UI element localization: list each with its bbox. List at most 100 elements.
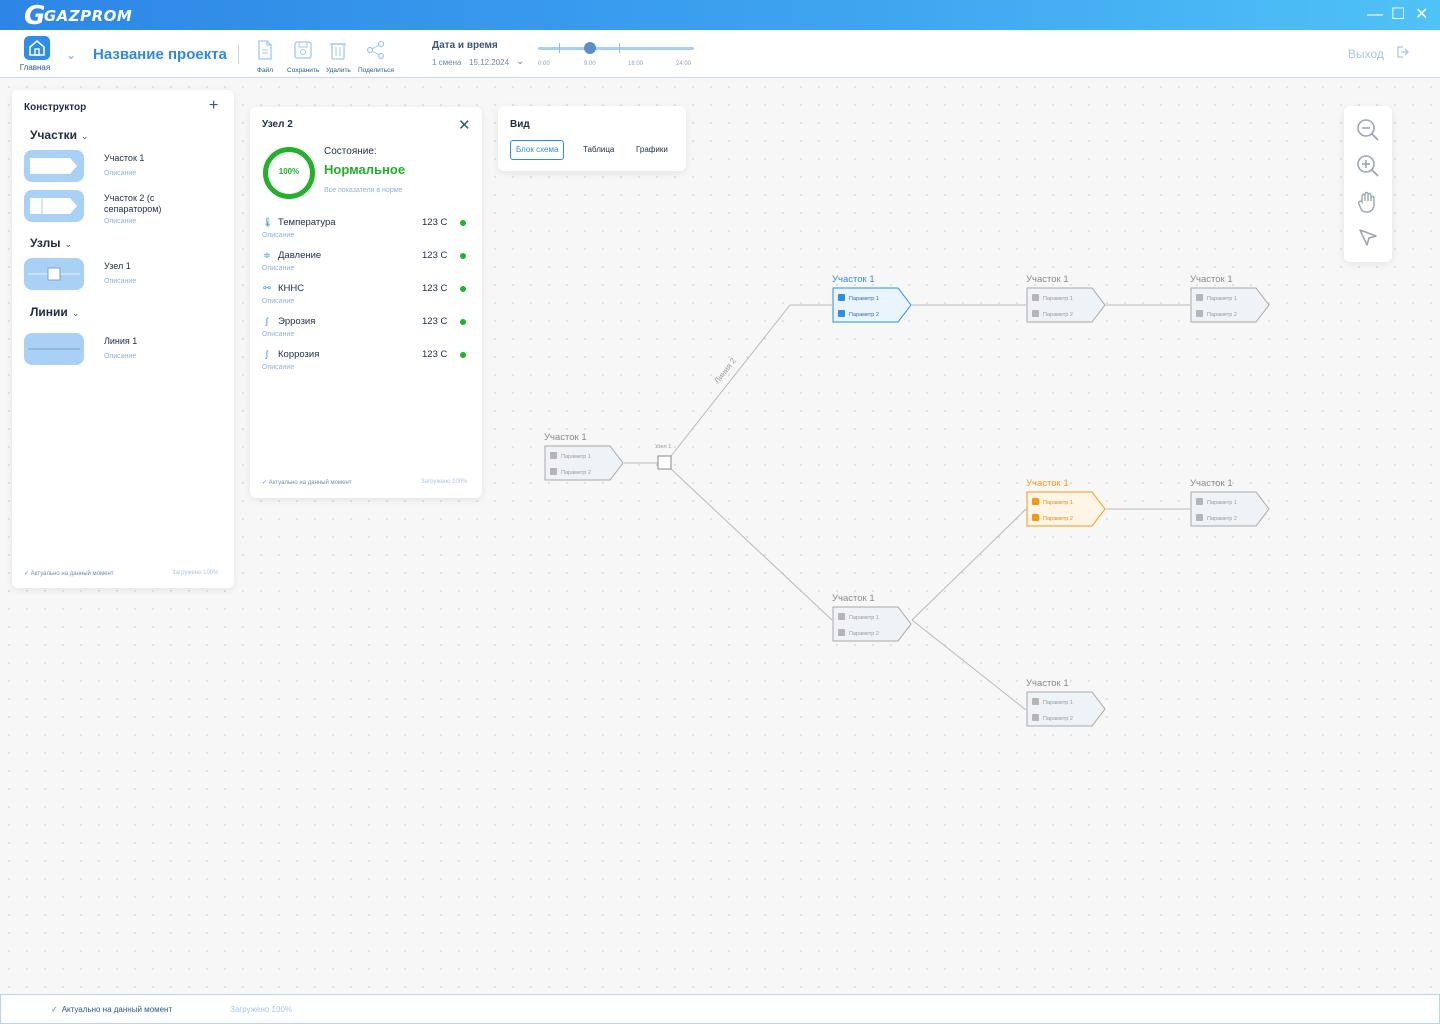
item-desc: Описание [104, 218, 137, 225]
check-icon: ✓ [24, 571, 30, 577]
param-desc: Описание [262, 331, 295, 338]
timeline-handle[interactable] [584, 42, 596, 54]
block-title: Участок 1 [832, 593, 875, 604]
item-desc: Описание [104, 353, 137, 360]
maximize-button[interactable]: ☐ [1391, 6, 1406, 23]
minimize-button[interactable]: — [1367, 6, 1383, 23]
block-title: Участок 1 [1026, 274, 1069, 285]
timeline-track[interactable] [538, 47, 694, 50]
param-row[interactable]: ∫ Коррозия Описание 123 С [262, 349, 472, 377]
status-bar: ✓Актуально на данный момент Загружено 10… [0, 994, 1440, 1024]
section-block[interactable]: Участок 1 Параметр 1 Параметр 2 [1190, 274, 1270, 323]
chevron-down-icon: ⌄ [71, 308, 80, 318]
tab-charts[interactable]: Графики [636, 145, 668, 154]
project-name[interactable]: Название проекта [93, 46, 227, 63]
node-1-label: Узел 1 [655, 444, 671, 450]
param-value: 123 С [422, 217, 448, 228]
status-dot [460, 220, 466, 226]
param-row[interactable]: 🌡 Температура Описание 123 С [262, 217, 472, 245]
param-row[interactable]: ≑ Давление Описание 123 С [262, 250, 472, 278]
block-param: Параметр 1 [1032, 498, 1073, 506]
block-title: Участок 1 [1190, 274, 1233, 285]
file-icon [258, 40, 272, 60]
status-dot [460, 253, 466, 259]
block-param: Параметр 2 [550, 468, 591, 476]
constructor-panel: Конструктор + Участки⌄ Участок 1 Описани… [12, 90, 234, 588]
section-header-sections[interactable]: Участки⌄ [30, 128, 89, 142]
section-block-selected[interactable]: Участок 1 Параметр 1 Параметр 2 [832, 274, 912, 323]
save-button[interactable]: Сохранить [287, 40, 319, 74]
section-header-nodes[interactable]: Узлы⌄ [30, 236, 73, 250]
save-icon [294, 41, 312, 59]
exit-icon[interactable] [1395, 45, 1409, 64]
timeline-tick [559, 43, 560, 53]
shift-value[interactable]: 1 смена [432, 58, 462, 67]
view-title: Вид [510, 119, 530, 130]
hand-pan-icon[interactable] [1355, 189, 1381, 215]
toolbar: Главная ⌄ Название проекта Файл Сохранит… [0, 30, 1440, 78]
block-param: Параметр 2 [838, 629, 879, 637]
block-param: Параметр 1 [1196, 294, 1237, 302]
file-button[interactable]: Файл [256, 40, 274, 74]
item-desc: Описание [104, 278, 137, 285]
status-actual: ✓Актуально на данный момент [51, 1005, 173, 1014]
tick-label: 24:00 [676, 61, 692, 67]
line-2-label: Линия 2 [712, 356, 738, 385]
param-name: Давление [278, 250, 322, 261]
add-icon[interactable]: + [209, 97, 219, 114]
exit-button[interactable]: Выход [1348, 47, 1384, 61]
block-param: Параметр 1 [838, 294, 879, 302]
share-button[interactable]: Поделиться [358, 40, 394, 74]
status-percent: 100% [278, 167, 300, 176]
constructor-item-node-1[interactable]: Узел 1 Описание [24, 258, 224, 292]
tick-label: 18:00 [628, 61, 644, 67]
constructor-item-line-1[interactable]: Линия 1 Описание [24, 333, 224, 367]
section-block[interactable]: Участок 1 Параметр 1 Параметр 2 [1026, 678, 1106, 727]
close-window-button[interactable]: ✕ [1415, 6, 1429, 23]
section-header-lines[interactable]: Линии⌄ [30, 305, 80, 319]
constructor-item-section-1[interactable]: Участок 1 Описание [24, 150, 224, 184]
section-block[interactable]: Участок 1 Параметр 1 Параметр 2 [1026, 274, 1106, 323]
tab-table[interactable]: Таблица [583, 145, 615, 154]
constructor-footer-status: ✓ Актуально на данный момент [24, 571, 114, 577]
block-title: Участок 1 [1026, 478, 1069, 489]
timeline-tick [619, 43, 620, 53]
section-block[interactable]: Участок 1 Параметр 1 Параметр 2 [1190, 478, 1270, 527]
param-row[interactable]: ∫ Эррозия Описание 123 С [262, 316, 472, 344]
date-chevron-icon[interactable]: ⌄ [516, 56, 525, 67]
param-desc: Описание [262, 364, 295, 371]
section-separator-thumbnail [24, 190, 84, 222]
section-block-warning[interactable]: Участок 1 Параметр 1 Параметр 2 [1026, 478, 1106, 527]
param-desc: Описание [262, 298, 295, 305]
status-dot [460, 319, 466, 325]
param-row[interactable]: ⚯ КННС Описание 123 С [262, 283, 472, 311]
home-button[interactable]: Главная [20, 36, 52, 72]
param-value: 123 С [422, 316, 448, 327]
zoom-in-icon[interactable] [1355, 153, 1381, 179]
home-label: Главная [19, 63, 51, 72]
item-name: Участок 2 (с сепаратором) [104, 193, 162, 214]
section-block[interactable]: Участок 1 Параметр 1 Параметр 2 [832, 593, 912, 642]
status-loaded: Загружено 100% [230, 1005, 292, 1014]
constructor-footer-load: Загружено 100% [172, 570, 219, 576]
close-icon[interactable]: ✕ [458, 117, 471, 134]
section-block[interactable]: Участок 1 Параметр 1 Параметр 2 [544, 432, 624, 481]
pointer-cursor-icon[interactable] [1355, 225, 1381, 251]
tab-block-diagram[interactable]: Блок схема [510, 140, 565, 160]
item-name: Узел 1 [104, 261, 131, 271]
constructor-item-section-2[interactable]: Участок 2 (с сепаратором) Описание [24, 190, 224, 225]
delete-label: Удалить [326, 67, 351, 74]
date-value[interactable]: 15.12.2024 [469, 58, 510, 67]
line-2 [670, 304, 832, 457]
diagram-canvas[interactable]: Узел 1 Линия 2 Участок 1 Параметр 1 Пара… [0, 78, 1440, 994]
node-details-panel: Узел 2 ✕ 100% Состояние: Нормальное Все … [250, 107, 482, 498]
block-param: Параметр 2 [1032, 714, 1073, 722]
param-name: Коррозия [278, 349, 320, 360]
zoom-out-icon[interactable] [1355, 117, 1381, 143]
chevron-down-icon[interactable]: ⌄ [66, 48, 77, 62]
state-value: Нормальное [324, 162, 406, 177]
delete-button[interactable]: Удалить [326, 40, 351, 74]
node-title: Узел 2 [262, 119, 293, 130]
